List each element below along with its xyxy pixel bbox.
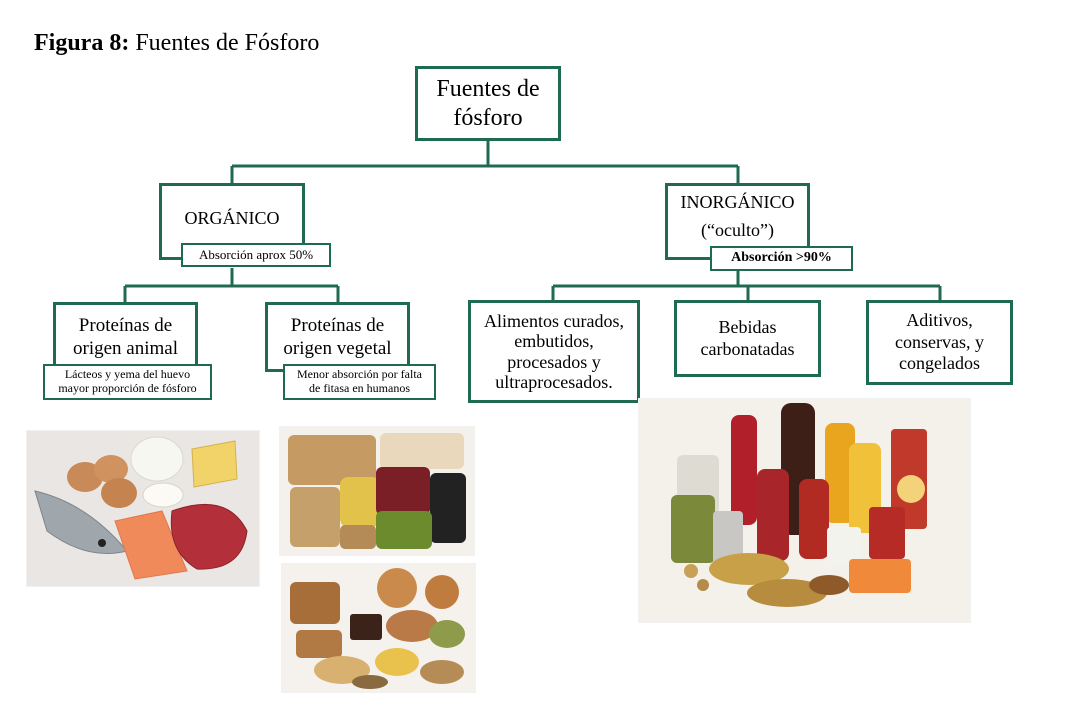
figure-title: Fuentes de Fósforo [135,30,320,56]
carbonated-drinks-node: Bebidas carbonatadas [674,300,821,377]
figure-caption: Figura 8: Fuentes de Fósforo [34,30,319,57]
inorganic-line1: INORGÁNICO [680,192,795,212]
grains-nuts-photo [281,563,476,693]
root-line1: Fuentes de [436,75,540,102]
inorganic-absorption-badge: Absorción >90% [710,246,853,271]
root-node: Fuentes de fósforo [415,66,561,141]
organic-label: ORGÁNICO [184,208,280,228]
animal-protein-node: Proteínas de origen animal [53,302,198,372]
vegetable-protein-note: Menor absorción por falta de fitasa en h… [283,364,436,400]
figure-label: Figura 8: [34,30,130,56]
inorganic-line2: (“oculto”) [701,219,774,240]
animal-protein-note: Lácteos y yema del huevo mayor proporció… [43,364,212,400]
processed-foods-photo [638,398,971,623]
organic-absorption-badge: Absorción aprox 50% [181,243,331,267]
cured-foods-node: Alimentos curados, embutidos, procesados… [468,300,640,403]
additives-node: Aditivos, conservas, y congelados [866,300,1013,385]
animal-protein-photo [26,430,260,587]
vegetable-protein-node: Proteínas de origen vegetal [265,302,410,372]
legumes-photo [279,426,475,556]
root-line2: fósforo [453,104,523,131]
